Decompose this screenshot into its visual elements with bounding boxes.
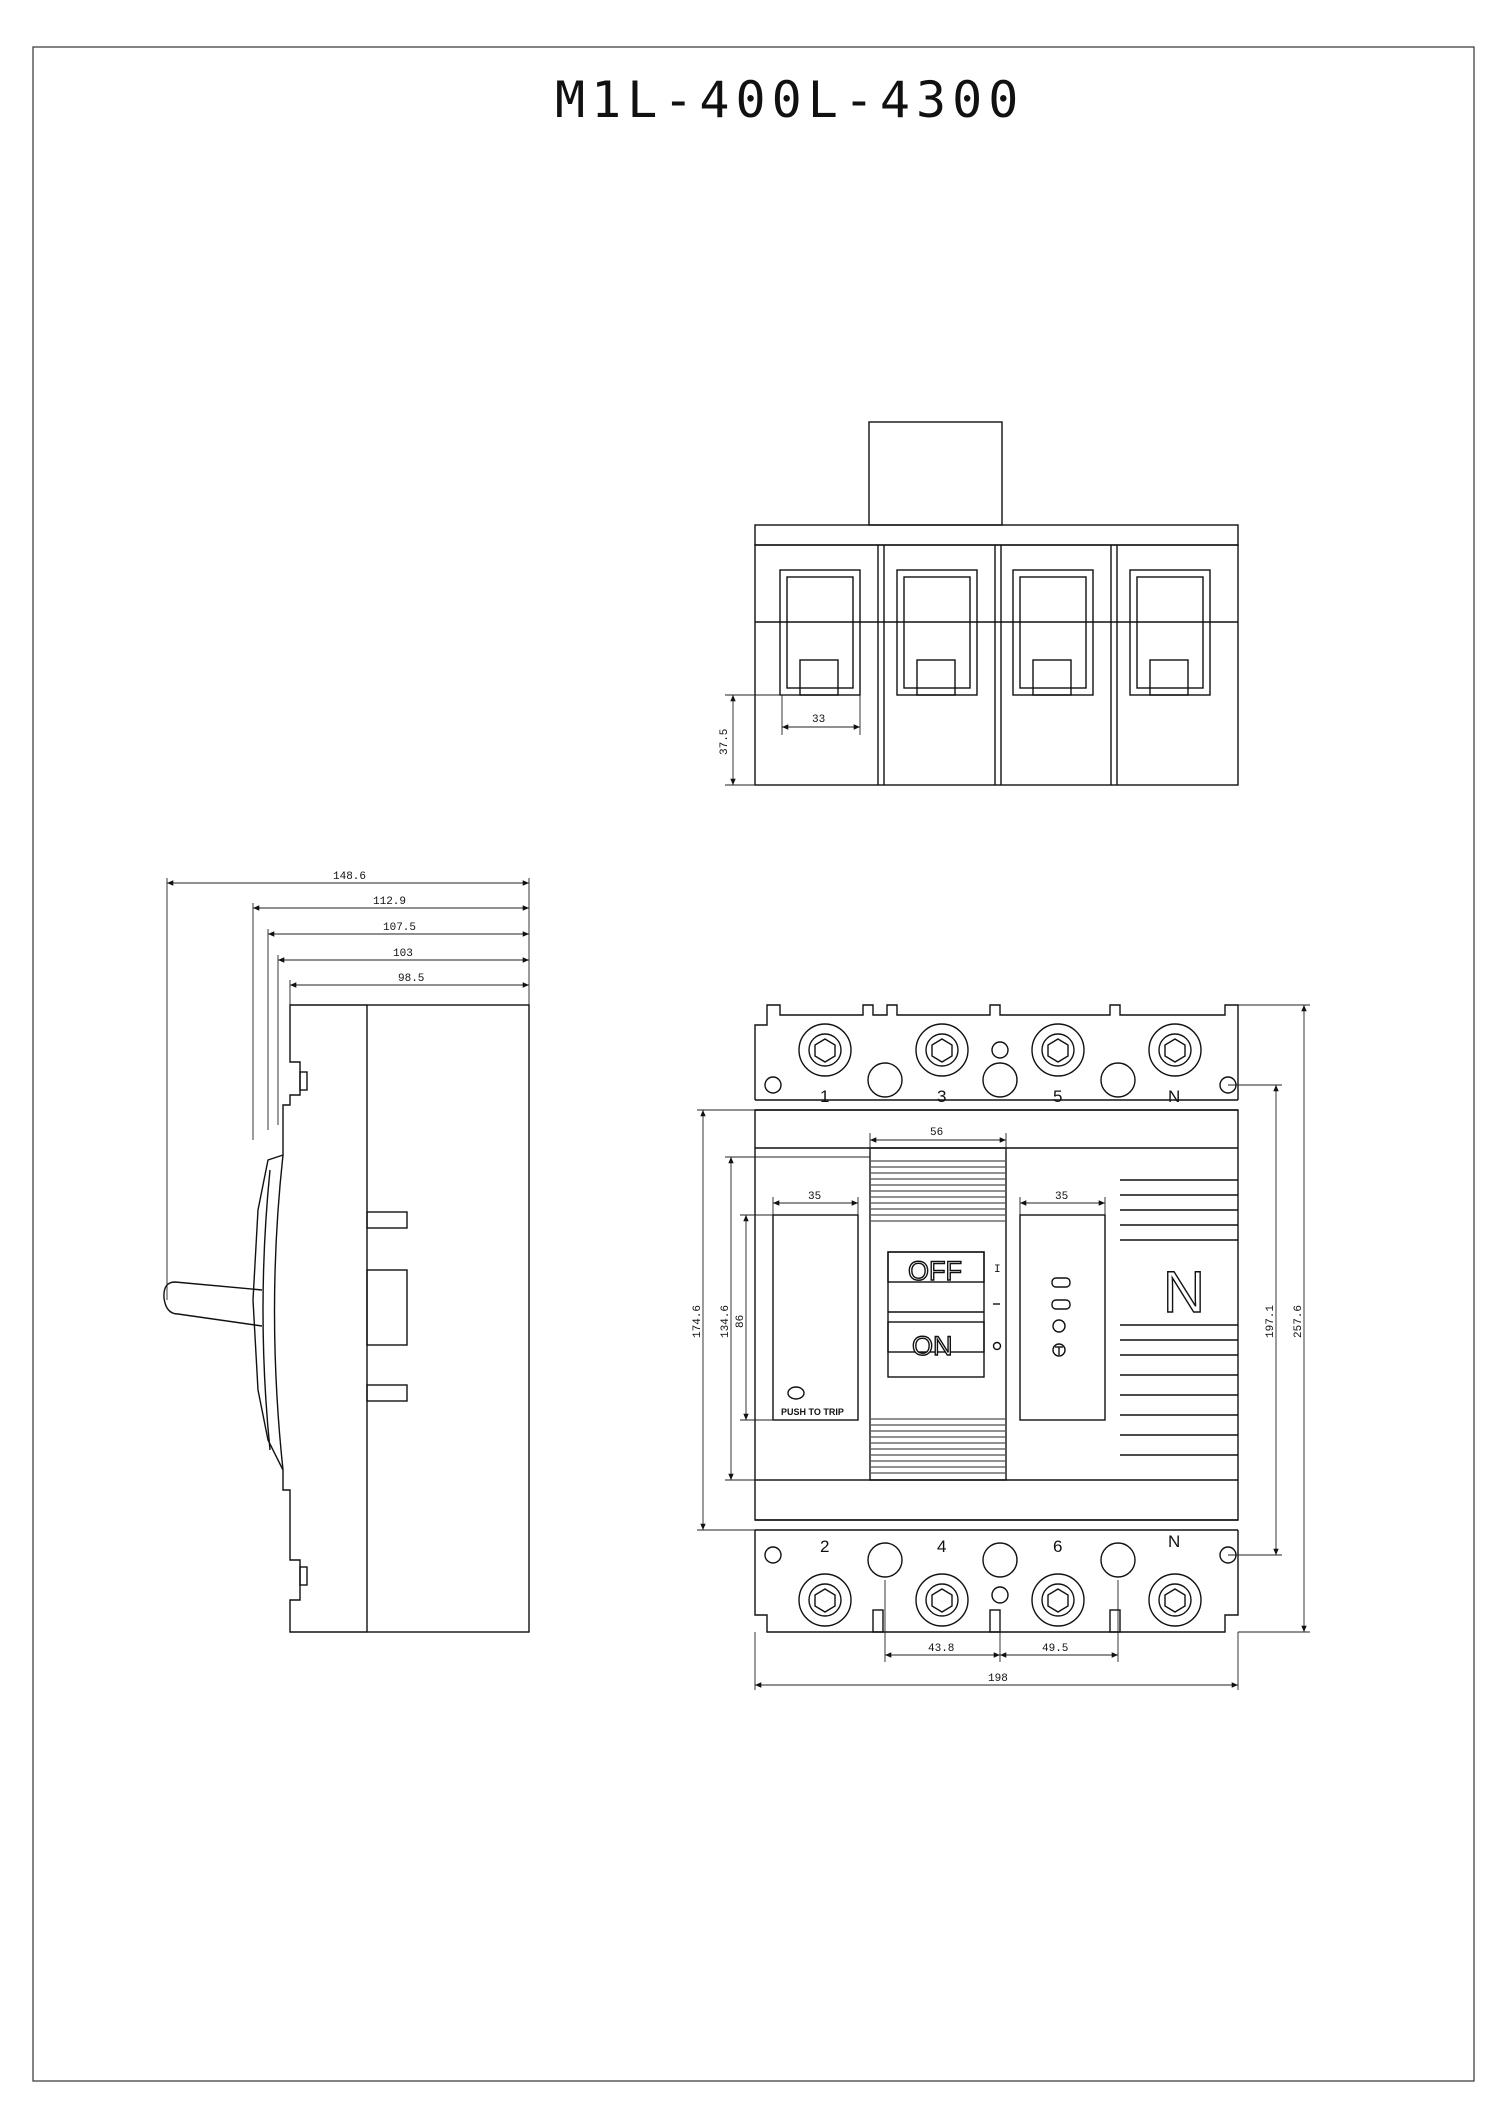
- dim-left-window: 35: [808, 1191, 821, 1203]
- top-view: 33 37.5: [719, 421, 1239, 786]
- terminal-label-top-3: 3: [937, 1087, 946, 1106]
- dim-terminal-height: 37.5: [719, 729, 731, 755]
- dim-height-outer: 257.6: [1293, 1305, 1305, 1338]
- dim-right-window: 35: [1055, 1191, 1068, 1203]
- dim-handle-width: 56: [930, 1127, 943, 1139]
- big-label-on: ON: [912, 1331, 953, 1361]
- terminal-label-top-1: 1: [820, 1087, 829, 1106]
- terminal-label-bottom-6: 6: [1053, 1537, 1062, 1556]
- front-view: I OFF ON N PUSH TO TRIP: [692, 1004, 1310, 1690]
- terminal-label-bottom-2: 2: [820, 1537, 829, 1556]
- push-to-trip-label: PUSH TO TRIP: [781, 1407, 844, 1417]
- dim-side-1: 148.6: [333, 871, 366, 883]
- dim-pitch-2: 49.5: [1042, 1643, 1068, 1655]
- big-label-neutral: N: [1163, 1260, 1205, 1325]
- dim-pitch-1: 43.8: [928, 1643, 954, 1655]
- dim-side-5: 98.5: [398, 973, 424, 985]
- dim-total-width: 198: [988, 1673, 1008, 1685]
- dim-height-total: 174.6: [692, 1305, 704, 1338]
- terminal-label-bottom-n: N: [1168, 1532, 1180, 1551]
- dim-side-3: 107.5: [383, 922, 416, 934]
- switch-mark-on: I: [994, 1264, 1001, 1276]
- dim-side-2: 112.9: [373, 896, 406, 908]
- side-view: 148.6 112.9 107.5 103 98.5: [163, 871, 530, 1633]
- terminal-label-top-n: N: [1168, 1087, 1180, 1106]
- dim-height-inner: 197.1: [1265, 1305, 1277, 1338]
- sheet-border: [32, 46, 1475, 2082]
- big-label-off: OFF: [908, 1256, 962, 1286]
- dim-terminal-width: 33: [812, 714, 825, 726]
- dim-side-4: 103: [393, 948, 413, 960]
- drawing-title: M1L-400L-4300: [555, 71, 1024, 129]
- dim-height-mid: 134.6: [720, 1305, 732, 1338]
- terminal-label-bottom-4: 4: [937, 1537, 946, 1556]
- terminal-label-top-5: 5: [1053, 1087, 1062, 1106]
- dim-height-window: 86: [735, 1315, 747, 1328]
